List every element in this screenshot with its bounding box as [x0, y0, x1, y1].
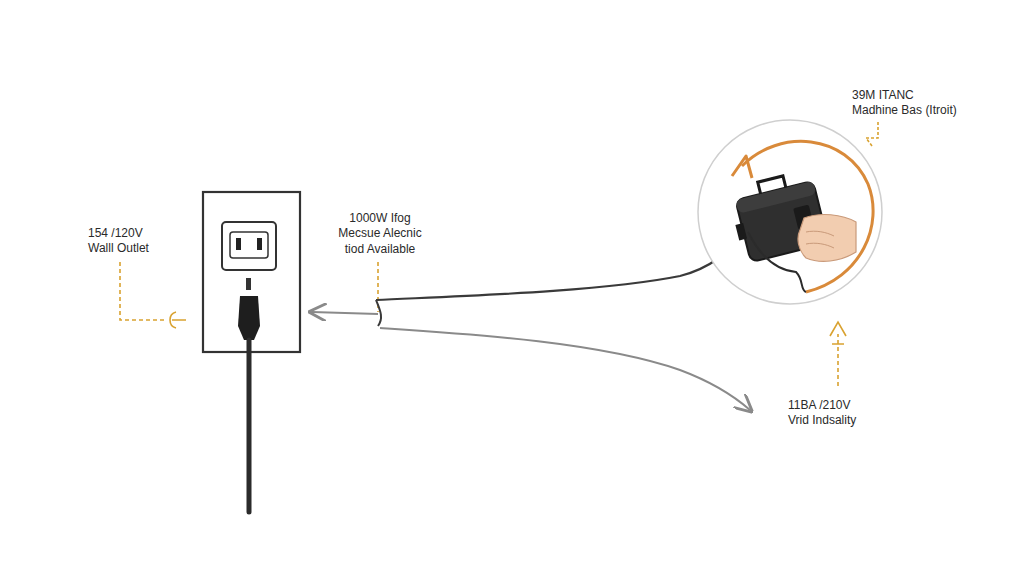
outlet-slot — [257, 238, 262, 250]
outlet-slot — [236, 238, 241, 250]
callout-label: 39M ITANC — [852, 88, 914, 102]
callout-label: Madhine Bas (Itroit) — [852, 103, 957, 117]
plug — [238, 296, 260, 340]
outlet-slot — [246, 278, 251, 290]
device-cord — [748, 232, 806, 292]
flow-arrow — [312, 312, 378, 314]
hand — [798, 215, 856, 262]
hand-fingers — [806, 231, 834, 248]
callout-label: tiod Available — [345, 242, 416, 256]
callout-label: Mecsue Alecnic — [338, 226, 421, 240]
callout-label: Walll Outlet — [88, 241, 149, 255]
flow-arrow — [380, 328, 750, 410]
detail-circle — [698, 120, 882, 304]
callout-label: 11BA /210V — [788, 398, 851, 412]
callout-label: 1000W Ifog — [349, 211, 410, 225]
outlet-face-inner — [230, 232, 268, 258]
leader-line — [866, 122, 878, 146]
power-cord — [247, 340, 252, 512]
plug-symbol — [170, 312, 186, 328]
arc-arrowhead — [732, 156, 752, 178]
outlet-face — [222, 222, 276, 270]
leader-arrow — [830, 322, 846, 344]
leader-line — [837, 334, 839, 386]
outlet-plate — [203, 192, 300, 352]
leader-line — [120, 262, 166, 320]
extension-cord — [376, 232, 748, 300]
callout-label: 154 /120V — [88, 226, 143, 240]
callout-label: Vrid Indsality — [788, 413, 856, 427]
